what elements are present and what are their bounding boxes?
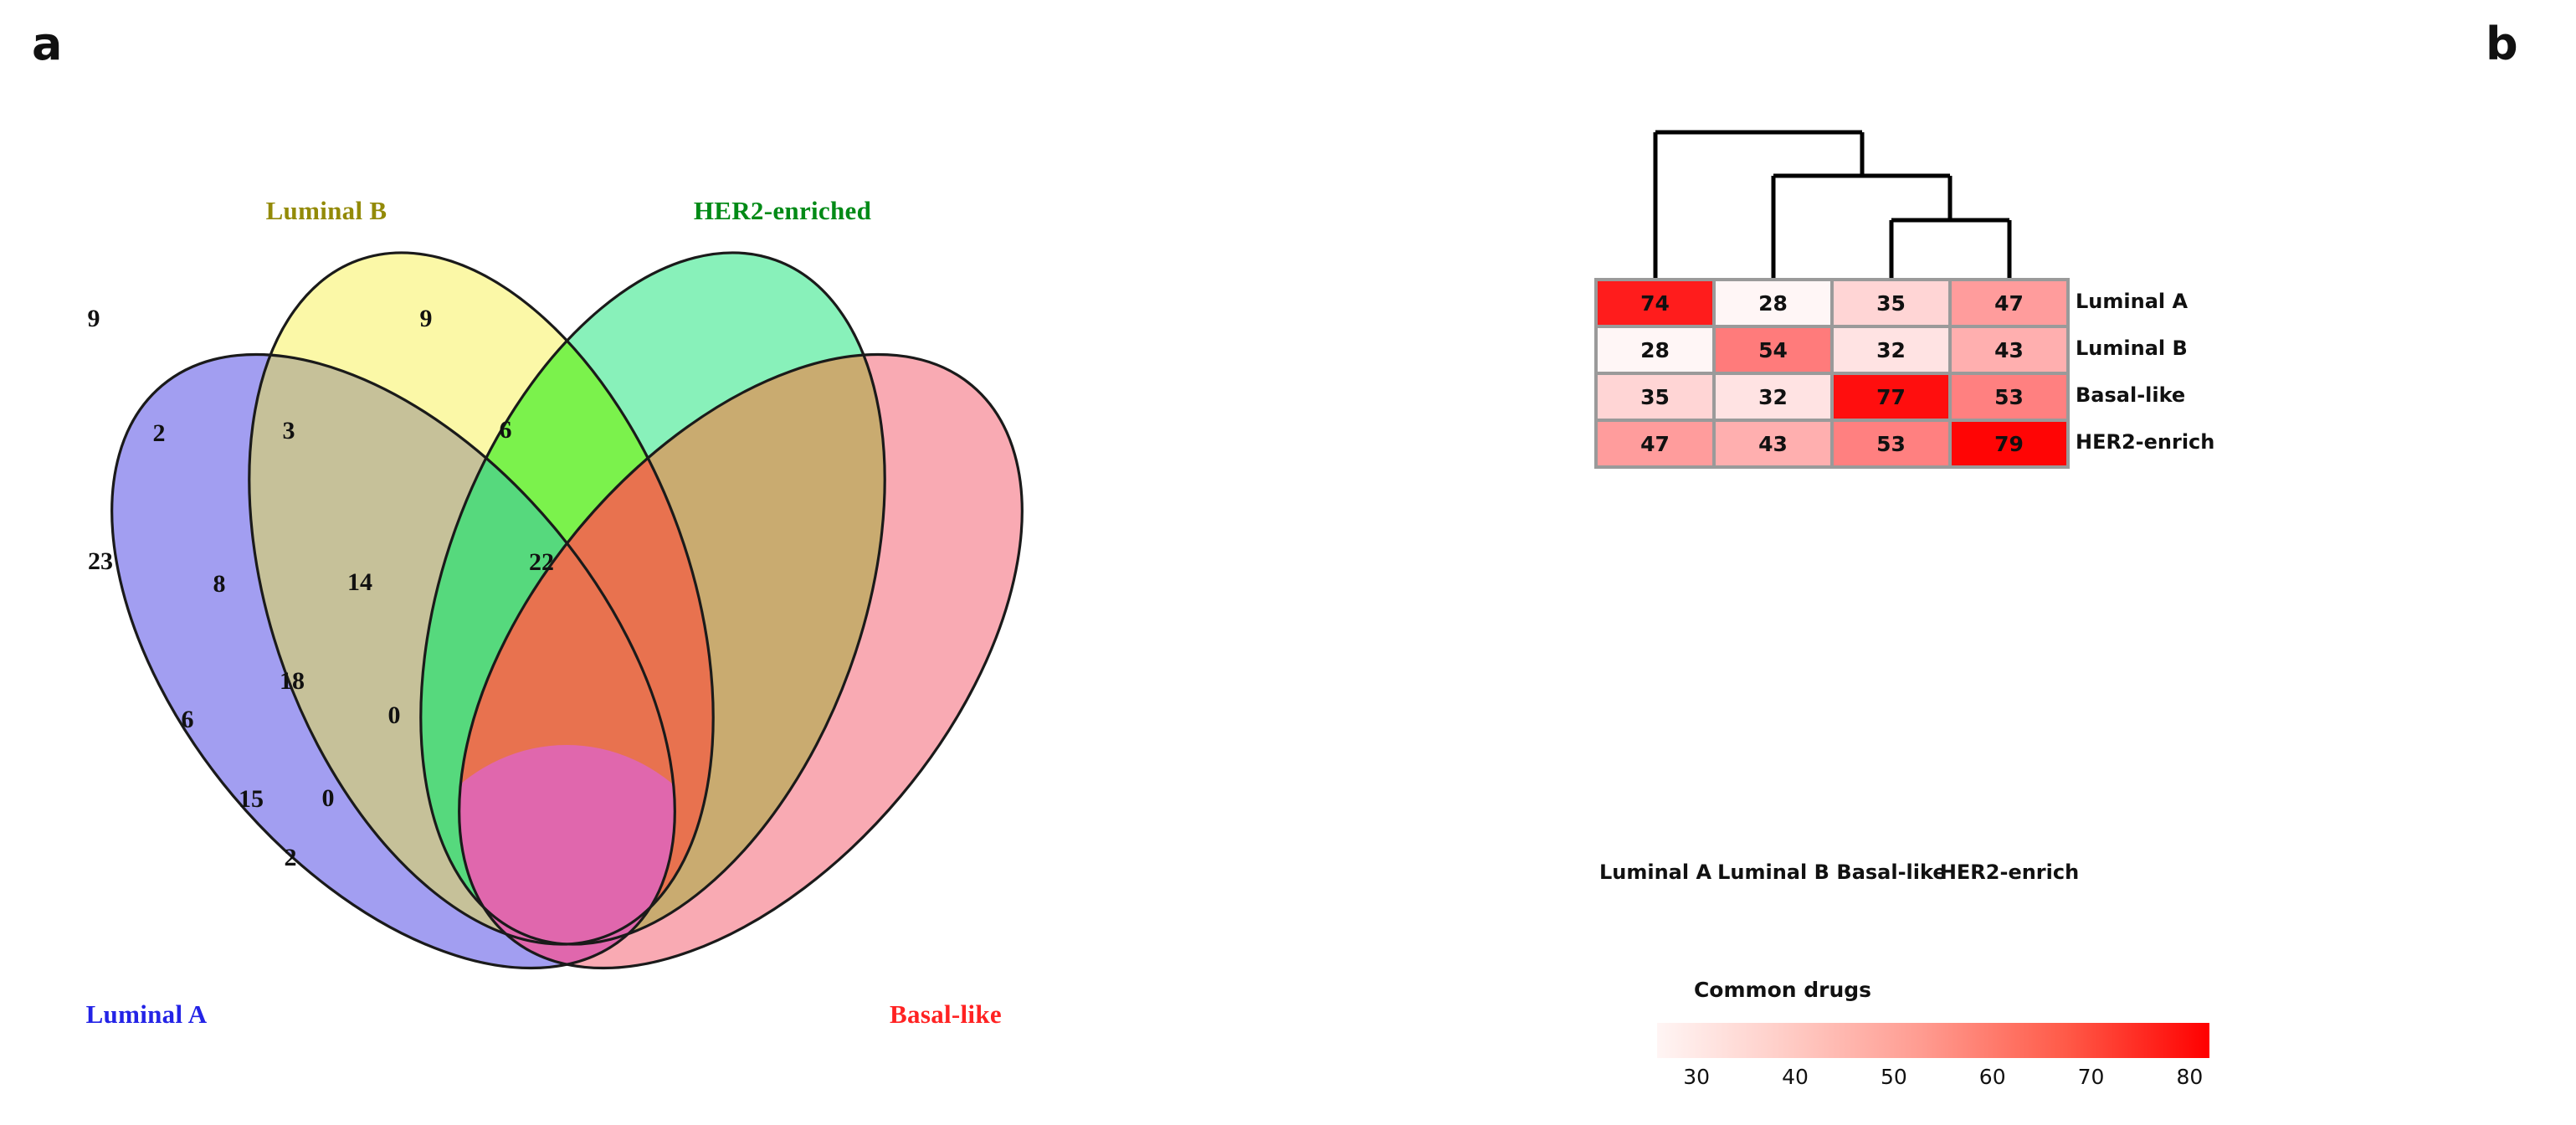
venn-count-a-b-ba: 0 xyxy=(322,784,335,812)
heatmap-cell: 79 xyxy=(1952,422,2066,465)
venn-region-counts: 9 23 2 8 6 15 2 3 18 0 14 0 9 6 22 Lumin… xyxy=(86,196,1002,1029)
heatmap-cell: 53 xyxy=(1834,422,1948,465)
venn-count-h-ba: 6 xyxy=(500,416,512,444)
venn-count-all-four: 18 xyxy=(280,667,305,695)
heatmap-col-label-1: Luminal B xyxy=(1717,860,1829,884)
venn-count-her2: 9 xyxy=(420,305,433,332)
venn-count-a-h-ba: 15 xyxy=(239,785,264,813)
venn-label-basal-like: Basal-like xyxy=(890,999,1002,1029)
heatmap-cell: 32 xyxy=(1834,328,1948,372)
heatmap-cell: 35 xyxy=(1598,375,1712,419)
heatmap-cell: 28 xyxy=(1598,328,1712,372)
heatmap-cell: 32 xyxy=(1716,375,1830,419)
heatmap-row-label-0: Luminal A xyxy=(2076,290,2189,313)
heatmap-col-label-0: Luminal A xyxy=(1598,860,1712,884)
venn-count-luminal-b: 9 xyxy=(88,305,100,332)
heatmap-cell: 47 xyxy=(1598,422,1712,465)
heatmap-cell: 43 xyxy=(1952,328,2066,372)
heatmap-cell: 77 xyxy=(1834,375,1948,419)
venn-label-her2-enriched: HER2-enriched xyxy=(694,196,871,225)
heatmap-cell: 47 xyxy=(1952,281,2066,325)
venn-label-luminal-a: Luminal A xyxy=(86,999,208,1029)
venn-count-a-h: 6 xyxy=(182,706,194,733)
colorbar-title: Common drugs xyxy=(1693,978,1872,1002)
venn-count-b-ba: 0 xyxy=(388,701,401,729)
venn-count-a-b-h: 8 xyxy=(213,570,226,598)
venn-label-luminal-b: Luminal B xyxy=(266,196,387,225)
heatmap-row-label-3: HER2-enrich xyxy=(2076,430,2215,454)
colorbar-gradient xyxy=(1657,1023,2209,1058)
heatmap-col-label-2: Basal-like xyxy=(1836,860,1947,884)
venn-count-b-h: 3 xyxy=(283,417,295,444)
heatmap-cell: 53 xyxy=(1952,375,2066,419)
venn-count-basal-like: 22 xyxy=(529,548,554,576)
venn-ellipse-outlines xyxy=(110,251,1024,970)
colorbar-tick-label: 40 xyxy=(1782,1065,1809,1089)
colorbar-tick-label: 70 xyxy=(2077,1065,2105,1089)
venn-count-a-b: 2 xyxy=(153,419,166,447)
panel-b-label: b xyxy=(2486,18,2518,70)
heatmap-row-label-1: Luminal B xyxy=(2076,336,2188,360)
heatmap-cell: 35 xyxy=(1834,281,1948,325)
colorbar-tick-label: 50 xyxy=(1880,1065,1907,1089)
heatmap-col-label-3: HER2-enrich xyxy=(1939,860,2080,884)
panel-a-label: a xyxy=(32,18,63,70)
heatmap-cell: 43 xyxy=(1716,422,1830,465)
heatmap-cell: 54 xyxy=(1716,328,1830,372)
venn-ellipse-fills xyxy=(111,252,1023,1072)
colorbar-tick-label: 30 xyxy=(1683,1065,1711,1089)
heatmap-cell: 74 xyxy=(1598,281,1712,325)
venn-svg: 9 23 2 8 6 15 2 3 18 0 14 0 9 6 22 Lumin… xyxy=(86,196,1024,1072)
venn-count-b-h-ba: 14 xyxy=(347,568,372,596)
venn-count-luminal-a: 23 xyxy=(88,547,113,575)
dendrogram xyxy=(1653,130,2012,278)
colorbar-ticks: 30 40 50 60 70 80 xyxy=(1657,1065,2209,1098)
heatmap-cell: 28 xyxy=(1716,281,1830,325)
venn-count-a-ba: 2 xyxy=(285,844,297,871)
colorbar-tick-label: 80 xyxy=(2176,1065,2204,1089)
colorbar-tick-label: 60 xyxy=(1978,1065,2006,1089)
panel-a-venn-diagram: a xyxy=(0,0,1188,1125)
heatmap-row-label-2: Basal-like xyxy=(2076,383,2186,407)
